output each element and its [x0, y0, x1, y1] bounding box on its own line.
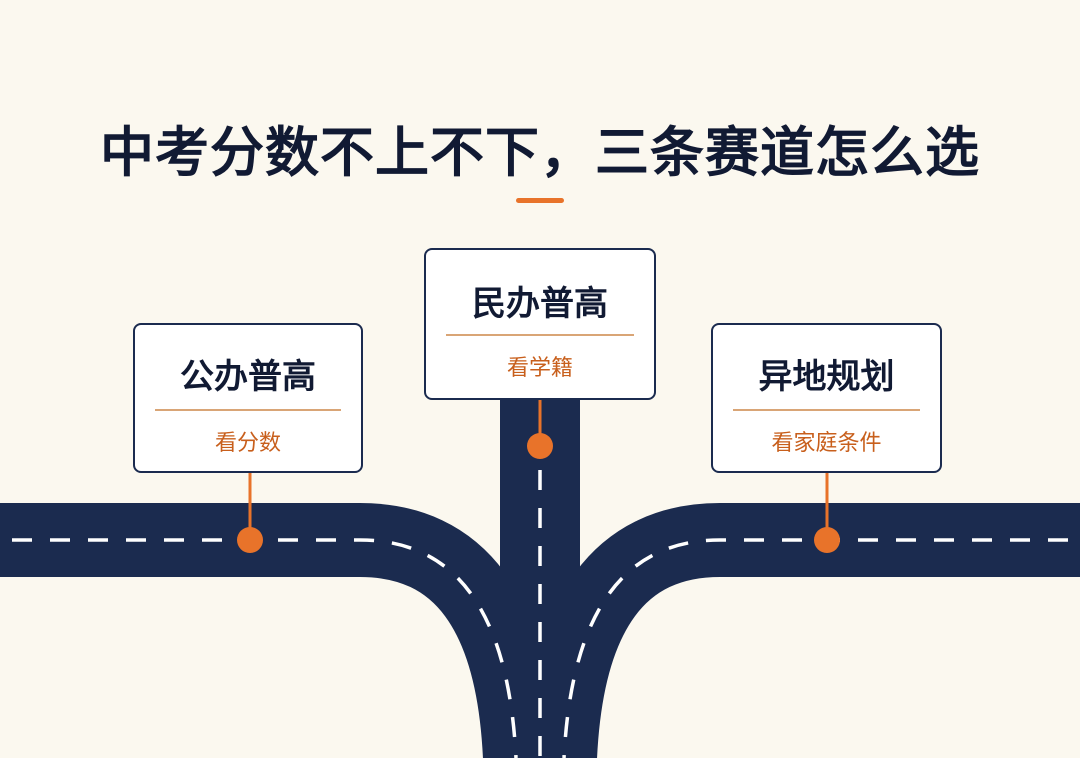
route-marker-left — [237, 527, 263, 553]
route-sign-right: 异地规划 看家庭条件 — [711, 323, 942, 473]
route-markers — [237, 433, 840, 553]
route-sign-center: 民办普高 看学籍 — [424, 248, 656, 400]
lane-markings — [12, 470, 1068, 758]
route-marker-center — [527, 433, 553, 459]
route-name: 民办普高 — [472, 284, 608, 324]
route-criterion: 看家庭条件 — [771, 431, 882, 456]
road-right-branch — [523, 503, 1080, 758]
lane-marking-right — [562, 538, 1068, 758]
route-name: 公办普高 — [180, 357, 316, 397]
route-marker-right — [814, 527, 840, 553]
route-sign-left: 公办普高 看分数 — [133, 323, 363, 473]
page-title: 中考分数不上不下，三条赛道怎么选 — [100, 121, 980, 184]
route-criterion: 看分数 — [214, 431, 281, 456]
sign-divider — [733, 409, 920, 411]
route-criterion: 看学籍 — [506, 356, 573, 381]
sign-divider — [446, 334, 634, 336]
lane-marking-left — [12, 538, 518, 758]
road-left-branch — [0, 503, 557, 758]
sign-divider — [155, 409, 341, 411]
route-name: 异地规划 — [758, 357, 895, 397]
title-underline — [516, 198, 564, 203]
